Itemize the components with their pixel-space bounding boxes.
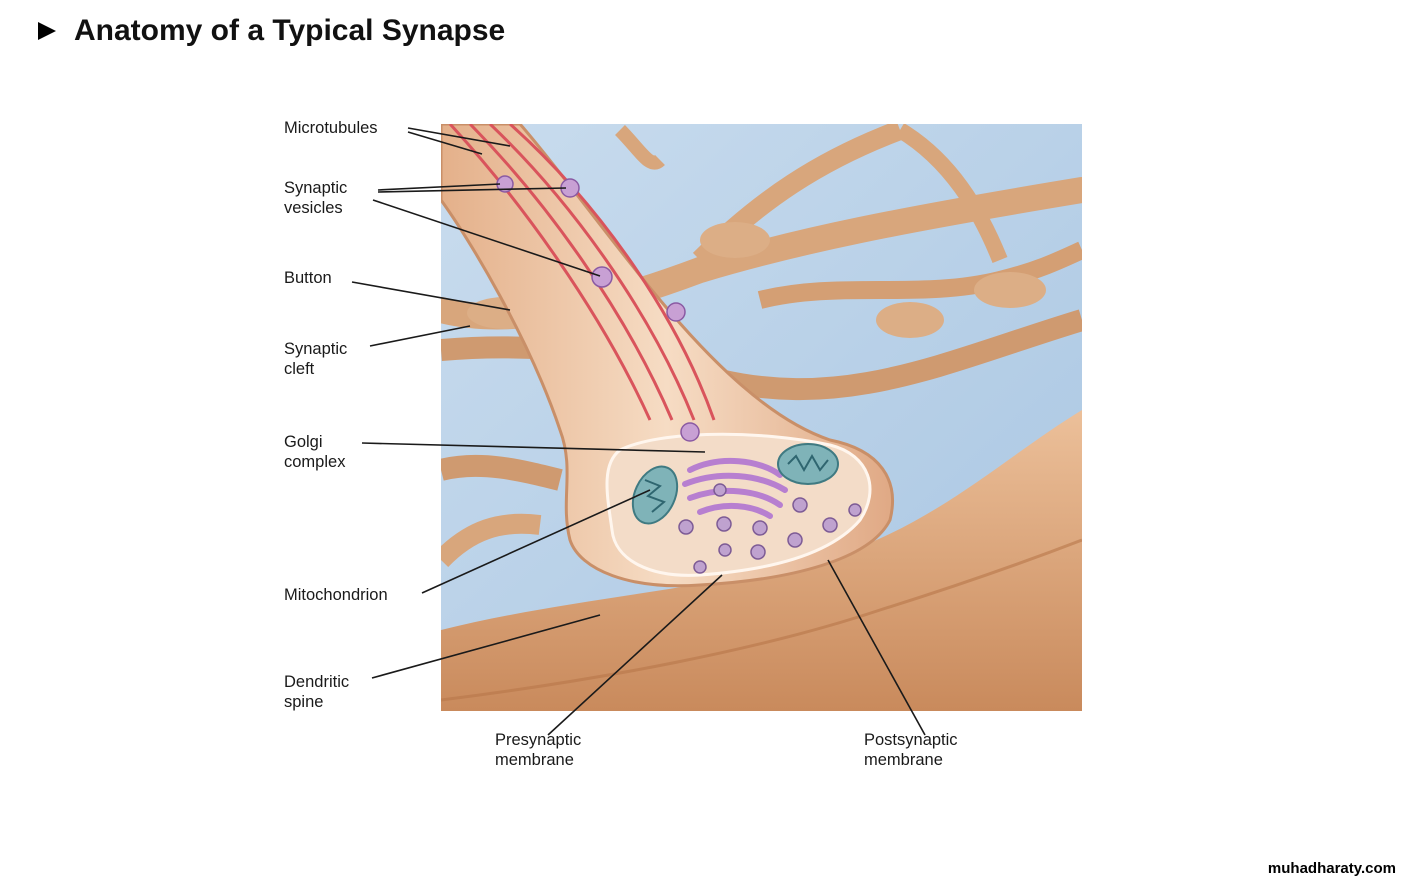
page-title: Anatomy of a Typical Synapse (74, 14, 506, 47)
label-synaptic-cleft: Synaptic cleft (284, 340, 348, 378)
golgi-stacks (682, 457, 788, 519)
microtubules-lines (448, 124, 716, 421)
label-button: Button (284, 269, 332, 287)
title-bullet-icon (38, 22, 56, 40)
neuron-network (441, 124, 1082, 711)
label-postsynaptic-membrane: Postsynaptic membrane (864, 731, 958, 769)
label-microtubules: Microtubules (284, 119, 378, 137)
label-presynaptic-membrane: Presynaptic membrane (495, 731, 582, 769)
watermark: muhadharaty.com (1267, 860, 1396, 877)
label-dendritic-spine: Dendritic spine (284, 673, 350, 711)
label-synaptic-vesicles: Synaptic vesicles (284, 179, 348, 217)
mitochondria (631, 443, 839, 525)
leader-lines (351, 127, 926, 736)
label-golgi-complex: Golgi complex (284, 433, 346, 471)
label-mitochondrion: Mitochondrion (284, 586, 388, 604)
